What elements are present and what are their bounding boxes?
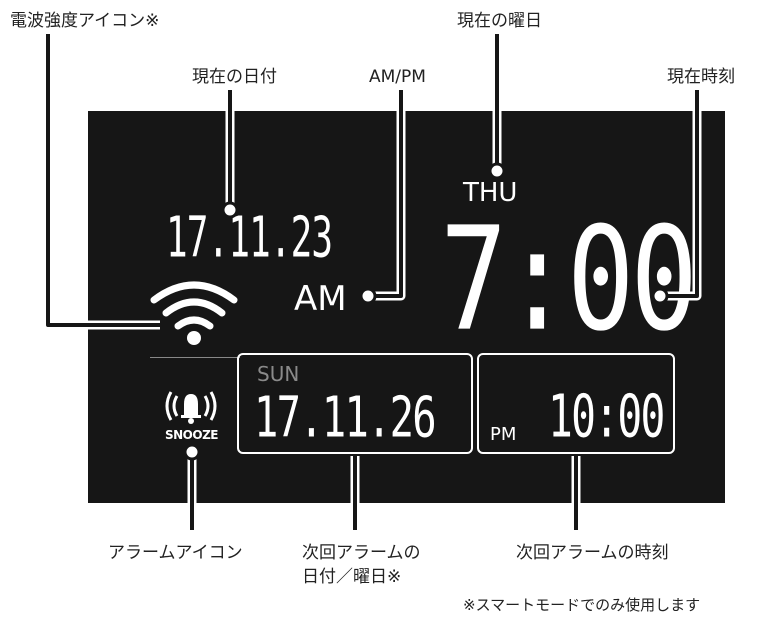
- current-weekday-display: THU: [463, 178, 518, 208]
- callout-ampm: AM/PM: [369, 67, 426, 87]
- alarm-time-display: 10:00: [548, 383, 665, 452]
- alarm-weekday-display: SUN: [257, 362, 300, 386]
- callout-current-weekday: 現在の曜日: [457, 11, 542, 31]
- current-date-display: 17.11.23: [166, 206, 333, 271]
- current-time-display: 7:00: [440, 196, 698, 363]
- callout-current-time: 現在時刻: [667, 67, 735, 87]
- callout-next-alarm-date-line1: 次回アラームの: [302, 543, 421, 563]
- wifi-signal-icon: [150, 281, 238, 345]
- next-alarm-date-box: [237, 353, 473, 454]
- alarm-date-display: 17.11.26: [254, 384, 437, 450]
- snooze-label: SNOOZE: [165, 428, 219, 442]
- callout-current-date: 現在の日付: [192, 67, 277, 87]
- screen-divider: [150, 357, 240, 358]
- footnote: ※スマートモードでのみ使用します: [463, 596, 701, 614]
- ampm-display: AM: [294, 279, 347, 319]
- callout-next-alarm-time: 次回アラームの時刻: [516, 543, 669, 563]
- callout-signal-icon: 電波強度アイコン※: [10, 11, 160, 31]
- next-alarm-time-box: [477, 353, 675, 454]
- alarm-ampm-display: PM: [490, 424, 517, 445]
- bell-ringing-icon: [165, 391, 217, 424]
- lcd-screen: [88, 111, 725, 503]
- callout-next-alarm-date-line2: 日付／曜日※: [302, 567, 402, 587]
- callout-alarm-icon: アラームアイコン: [108, 543, 243, 563]
